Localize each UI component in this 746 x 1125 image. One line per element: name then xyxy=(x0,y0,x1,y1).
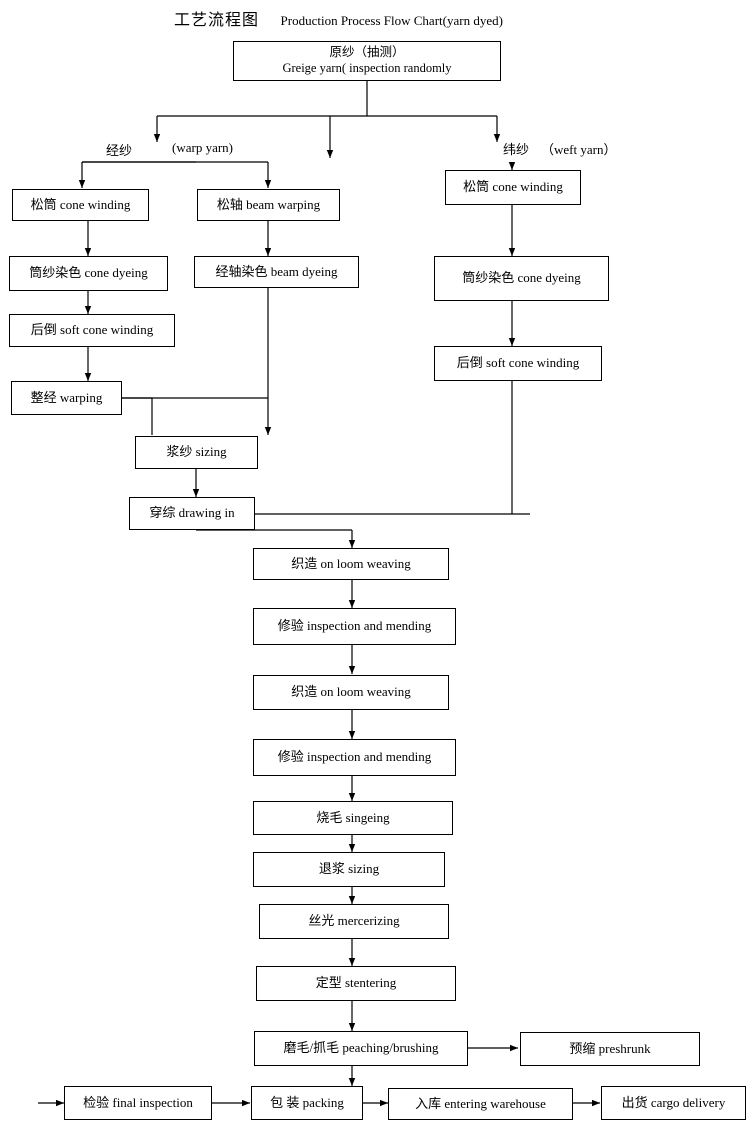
node-beam-dyeing[interactable]: 经轴染色 beam dyeing xyxy=(194,256,359,288)
node-cargo-delivery-label: 出货 cargo delivery xyxy=(621,1094,726,1110)
node-cone-dyeing-weft[interactable]: 筒纱染色 cone dyeing xyxy=(434,256,609,301)
node-stentering-label: 定型 stentering xyxy=(315,975,397,991)
node-mercerizing-label: 丝光 mercerizing xyxy=(308,913,400,929)
node-preshrunk-label: 预缩 preshrunk xyxy=(569,1040,651,1056)
node-cone-dyeing-weft-label: 筒纱染色 cone dyeing xyxy=(462,270,581,286)
branch-label-weft-cn: 纬纱 xyxy=(503,142,530,157)
node-soft-cone-winding-warp-label: 后倒 soft cone winding xyxy=(30,322,154,338)
node-beam-warping-label: 松轴 beam warping xyxy=(216,196,321,212)
node-final-inspection[interactable]: 检验 final inspection xyxy=(64,1086,212,1120)
node-warping[interactable]: 整经 warping xyxy=(11,381,122,415)
node-warp-cone-winding-label: 松筒 cone winding xyxy=(30,196,131,212)
node-cone-dyeing-warp[interactable]: 筒纱染色 cone dyeing xyxy=(9,256,168,291)
page-title: 工艺流程图 Production Process Flow Chart(yarn… xyxy=(174,6,503,30)
node-greige-yarn-label: 原纱（抽测） Greige yarn( inspection randomly xyxy=(282,45,452,75)
node-soft-cone-winding-weft[interactable]: 后倒 soft cone winding xyxy=(434,346,602,381)
node-soft-cone-winding-weft-label: 后倒 soft cone winding xyxy=(456,355,580,371)
node-desizing[interactable]: 退浆 sizing xyxy=(253,852,445,887)
node-weaving-1-label: 织造 on loom weaving xyxy=(291,555,411,571)
branch-label-warp-en: (warp yarn) xyxy=(172,140,233,155)
node-inspection-mending-1-label: 修验 inspection and mending xyxy=(277,618,432,634)
node-entering-warehouse[interactable]: 入库 entering warehouse xyxy=(388,1088,573,1120)
node-beam-warping[interactable]: 松轴 beam warping xyxy=(197,189,340,221)
node-singeing-label: 烧毛 singeing xyxy=(316,809,390,825)
node-packing[interactable]: 包 装 packing xyxy=(251,1086,363,1120)
node-beam-dyeing-label: 经轴染色 beam dyeing xyxy=(215,263,338,279)
node-cone-dyeing-warp-label: 筒纱染色 cone dyeing xyxy=(29,265,148,281)
node-inspection-mending-1[interactable]: 修验 inspection and mending xyxy=(253,608,456,645)
node-entering-warehouse-label: 入库 entering warehouse xyxy=(415,1095,546,1111)
node-warping-label: 整经 warping xyxy=(30,389,103,405)
node-sizing-yarn-label: 浆纱 sizing xyxy=(166,444,227,460)
node-preshrunk[interactable]: 预缩 preshrunk xyxy=(520,1032,700,1066)
node-weft-cone-winding[interactable]: 松筒 cone winding xyxy=(445,170,581,205)
node-singeing[interactable]: 烧毛 singeing xyxy=(253,801,453,835)
node-stentering[interactable]: 定型 stentering xyxy=(256,966,456,1001)
node-drawing-in[interactable]: 穿综 drawing in xyxy=(129,497,255,530)
node-weaving-1[interactable]: 织造 on loom weaving xyxy=(253,548,449,580)
node-weaving-2-label: 织造 on loom weaving xyxy=(291,684,411,700)
node-inspection-mending-2-label: 修验 inspection and mending xyxy=(277,749,432,765)
node-peaching-brushing[interactable]: 磨毛/抓毛 peaching/brushing xyxy=(254,1031,468,1066)
node-soft-cone-winding-warp[interactable]: 后倒 soft cone winding xyxy=(9,314,175,347)
node-warp-cone-winding[interactable]: 松筒 cone winding xyxy=(12,189,149,221)
page-title-cn: 工艺流程图 xyxy=(174,12,260,29)
node-packing-label: 包 装 packing xyxy=(270,1094,344,1110)
node-peaching-brushing-label: 磨毛/抓毛 peaching/brushing xyxy=(283,1040,439,1056)
node-inspection-mending-2[interactable]: 修验 inspection and mending xyxy=(253,739,456,776)
node-cargo-delivery[interactable]: 出货 cargo delivery xyxy=(601,1086,746,1120)
node-greige-yarn[interactable]: 原纱（抽测） Greige yarn( inspection randomly xyxy=(233,41,501,81)
page-title-en: Production Process Flow Chart(yarn dyed) xyxy=(280,13,503,28)
node-weft-cone-winding-label: 松筒 cone winding xyxy=(463,179,563,195)
node-mercerizing[interactable]: 丝光 mercerizing xyxy=(259,904,449,939)
node-final-inspection-label: 检验 final inspection xyxy=(83,1094,193,1110)
node-sizing-yarn[interactable]: 浆纱 sizing xyxy=(135,436,258,469)
branch-label-warp-cn: 经纱 xyxy=(106,143,133,158)
node-weaving-2[interactable]: 织造 on loom weaving xyxy=(253,675,449,710)
node-desizing-label: 退浆 sizing xyxy=(318,861,380,877)
node-drawing-in-label: 穿综 drawing in xyxy=(149,505,235,521)
branch-label-weft-en: （weft yarn） xyxy=(541,142,617,157)
